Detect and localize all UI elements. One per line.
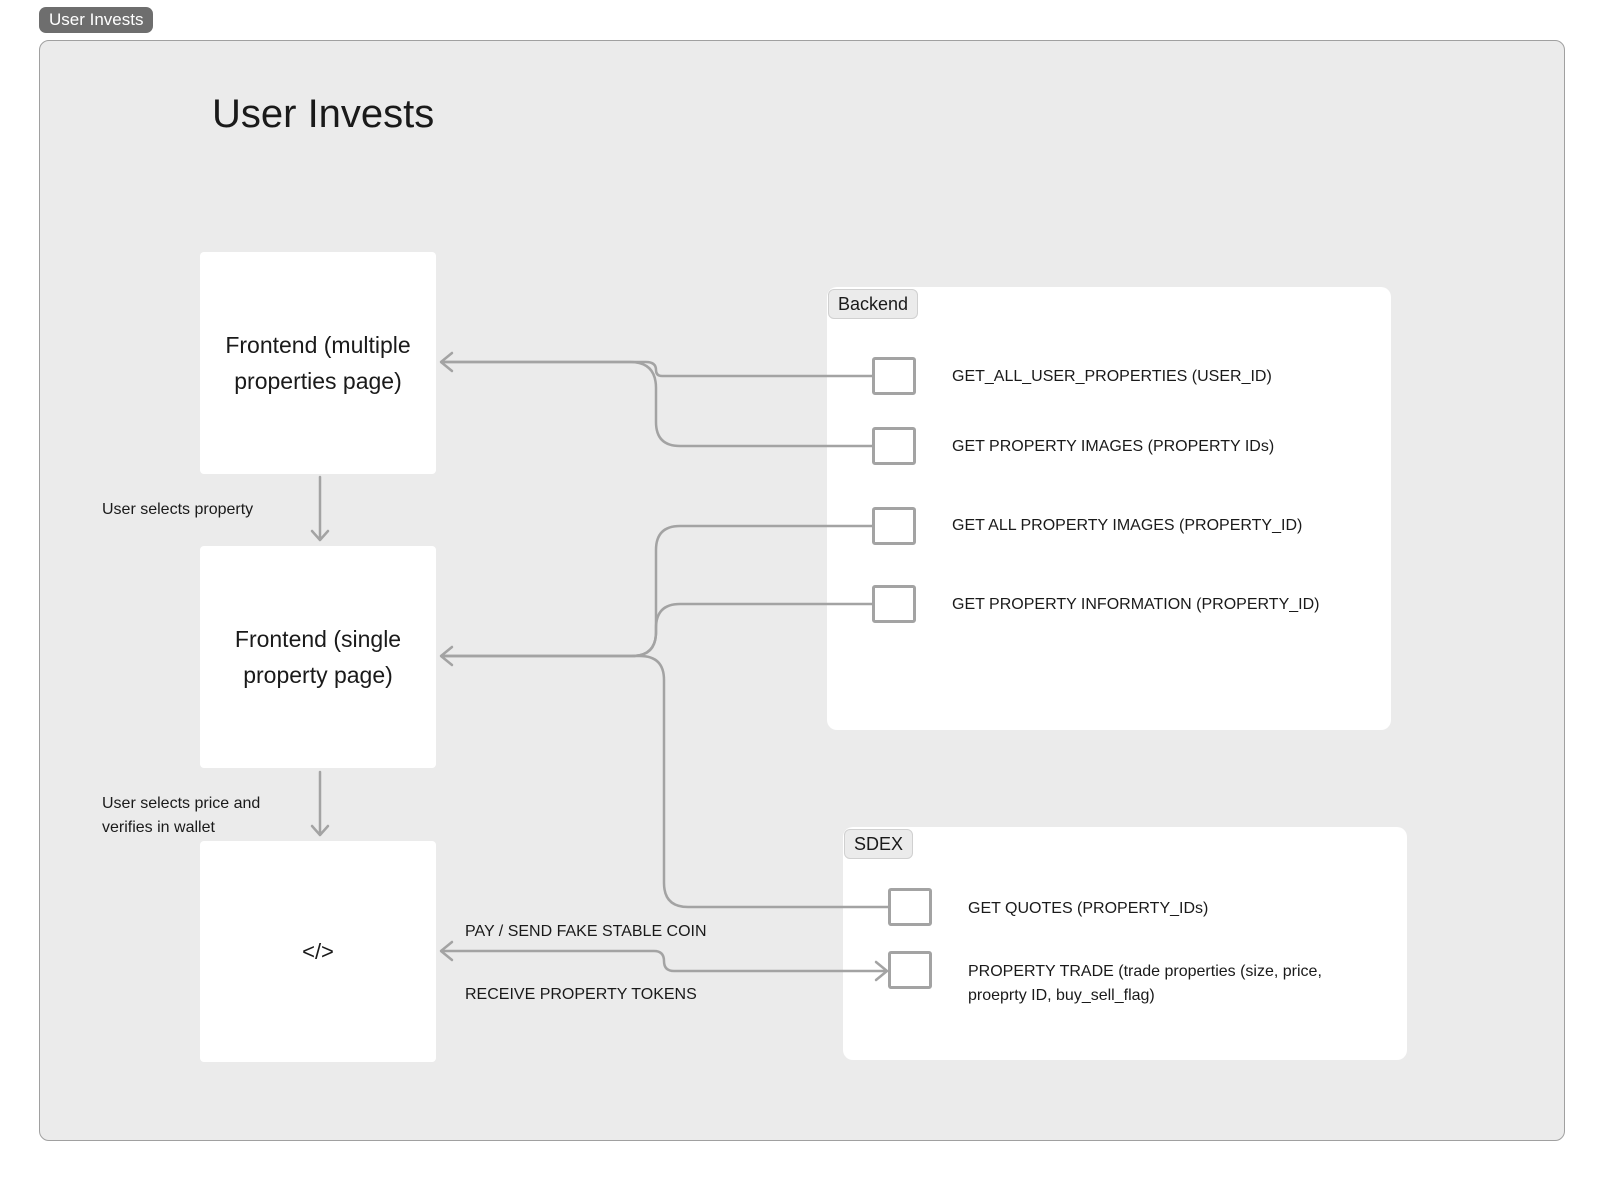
code-card[interactable]: </>	[200, 841, 436, 1062]
flow-label-receive: RECEIVE PROPERTY TOKENS	[465, 986, 697, 1003]
arrowhead-frontend-single	[439, 645, 454, 667]
flow-label-pay: PAY / SEND FAKE STABLE COIN	[465, 923, 707, 940]
arrowhead-code	[439, 940, 454, 962]
arrow-multiple-to-single	[310, 475, 330, 542]
diagram-title: User Invests	[212, 92, 435, 136]
endpoint-label-get-all-user-properties: GET_ALL_USER_PROPERTIES (USER_ID)	[952, 368, 1272, 385]
frontend-single-label: Frontend (single property page)	[234, 626, 402, 688]
frontend-single-card[interactable]: Frontend (single property page)	[200, 546, 436, 768]
backend-tag[interactable]: Backend	[828, 289, 919, 319]
endpoint-box-property-trade[interactable]	[888, 951, 932, 989]
connector-get-property-information	[441, 602, 874, 658]
endpoint-box-get-quotes[interactable]	[888, 888, 932, 926]
endpoint-label-get-property-information: GET PROPERTY INFORMATION (PROPERTY_ID)	[952, 596, 1320, 613]
connector-get-property-images	[441, 360, 874, 448]
connector-get-quotes	[441, 654, 890, 909]
endpoint-label-get-all-property-images: GET ALL PROPERTY IMAGES (PROPERTY_ID)	[952, 517, 1303, 534]
backend-panel	[827, 287, 1391, 730]
endpoint-box-get-all-property-images[interactable]	[872, 507, 916, 545]
frontend-multiple-label: Frontend (multiple properties page)	[225, 332, 411, 394]
endpoint-label-property-trade-line1: PROPERTY TRADE (trade properties (size, …	[968, 963, 1322, 980]
arrowhead-frontend-multiple	[439, 351, 454, 373]
connector-get-all-property-images	[441, 524, 874, 658]
flow-label-verify-wallet: verifies in wallet	[102, 819, 215, 836]
sdex-tag[interactable]: SDEX	[844, 829, 914, 859]
frame-tab[interactable]: User Invests	[39, 7, 154, 33]
sdex-panel	[843, 827, 1407, 1060]
arrowhead-property-trade	[874, 960, 889, 982]
connector-pay-receive	[441, 949, 888, 973]
endpoint-label-property-trade-line2: proeprty ID, buy_sell_flag)	[968, 987, 1155, 1004]
frontend-multiple-card[interactable]: Frontend (multiple properties page)	[200, 252, 436, 474]
connector-get-all-user-properties	[441, 360, 874, 378]
flow-label-select-price: User selects price and	[102, 795, 261, 812]
endpoint-box-get-all-user-properties[interactable]	[872, 357, 916, 395]
endpoint-label-get-quotes: GET QUOTES (PROPERTY_IDs)	[968, 900, 1209, 917]
endpoint-box-get-property-information[interactable]	[872, 585, 916, 623]
endpoint-label-get-property-images: GET PROPERTY IMAGES (PROPERTY IDs)	[952, 438, 1275, 455]
arrow-single-to-code	[310, 770, 330, 837]
endpoint-box-get-property-images[interactable]	[872, 427, 916, 465]
flow-label-select-property: User selects property	[102, 501, 254, 518]
code-icon: </>	[302, 938, 334, 964]
